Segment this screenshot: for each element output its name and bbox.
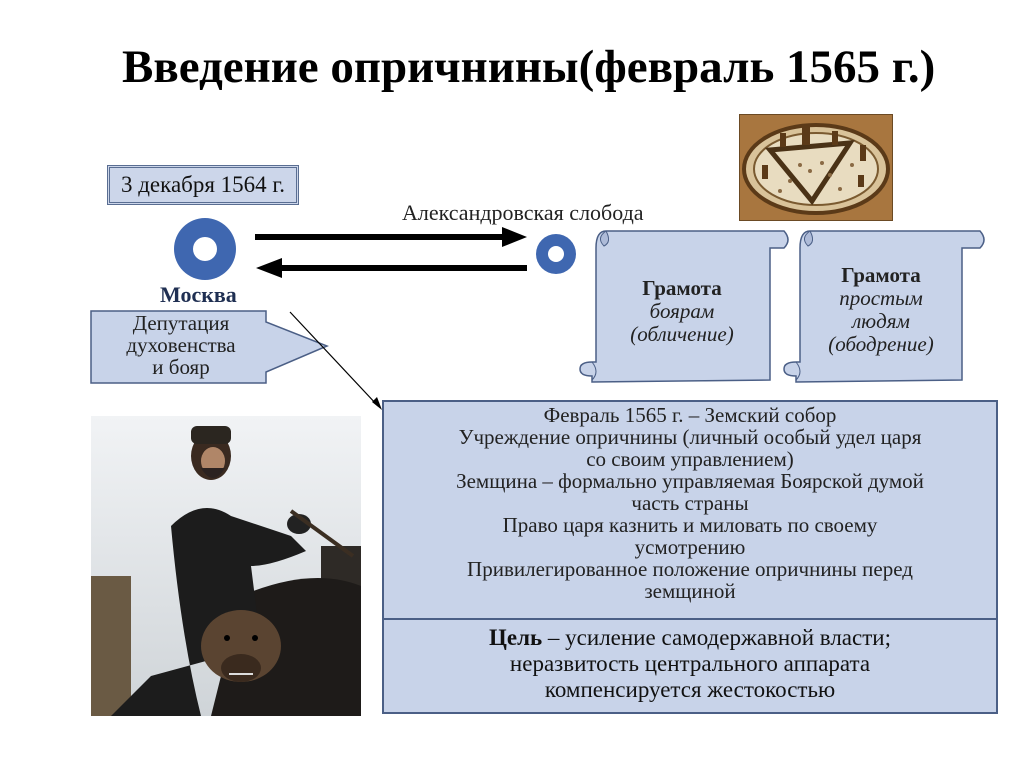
- moscow-marker: [174, 218, 236, 280]
- fortress-illustration: [739, 114, 893, 221]
- moscow-label: Москва: [160, 282, 237, 307]
- scroll-people-line: простым: [839, 286, 923, 310]
- goal-line: компенсируется жестокостью: [544, 677, 836, 702]
- fact-line: Привилегированное положение опричнины пе…: [467, 557, 913, 581]
- oprichnik-photo: [91, 416, 361, 716]
- scroll-people-line: (ободрение): [828, 332, 934, 356]
- delegation-line: и бояр: [152, 355, 210, 379]
- delegation-line: духовенства: [126, 333, 236, 357]
- date-label: 3 декабря 1564 г.: [120, 172, 286, 197]
- goal-label: Цель: [489, 625, 543, 650]
- scroll-boyars-line: (обличение): [630, 322, 734, 346]
- delegation-line: Депутация: [132, 311, 230, 335]
- fact-line: Земщина – формально управляемая Боярской…: [456, 469, 924, 493]
- fact-line: Учреждение опричнины (личный особый удел…: [458, 425, 922, 449]
- scroll-boyars-title: Грамота: [642, 276, 722, 300]
- fact-line: земщиной: [644, 579, 736, 603]
- delegation-arrow-shape: [90, 310, 329, 384]
- goal-line: – усиление самодержавной власти;: [542, 625, 891, 650]
- delegation-text: Депутация духовенства и бояр: [96, 312, 266, 378]
- sloboda-marker: [536, 234, 576, 274]
- scroll-people-shape: [783, 230, 985, 383]
- facts-box: Февраль 1565 г. – Земский собор Учрежден…: [382, 400, 998, 714]
- scroll-people: Грамота простым людям (ободрение): [800, 264, 962, 356]
- facts-list: Февраль 1565 г. – Земский собор Учрежден…: [384, 402, 996, 620]
- scroll-boyars-shape: [579, 230, 789, 383]
- fact-line: Право царя казнить и миловать по своему: [502, 513, 878, 537]
- scroll-people-title: Грамота: [841, 263, 921, 287]
- fact-line: часть страны: [631, 491, 749, 515]
- sloboda-label: Александровская слобода: [402, 200, 644, 225]
- scroll-people-line: людям: [852, 309, 910, 333]
- page-title: Введение опричнины(февраль 1565 г.): [122, 41, 936, 93]
- connector-line: [289, 311, 379, 407]
- fact-line: усмотрению: [634, 535, 746, 559]
- goal-line: неразвитость центрального аппарата: [509, 651, 871, 676]
- arrow-to-sloboda: [255, 227, 527, 247]
- fact-line: Февраль 1565 г. – Земский собор: [543, 403, 837, 427]
- arrow-to-moscow: [256, 258, 527, 278]
- fact-line: со своим управлением): [586, 447, 794, 471]
- goal-section: Цель – усиление самодержавной власти; не…: [384, 622, 996, 703]
- date-label-box: 3 декабря 1564 г.: [107, 165, 299, 205]
- scroll-boyars-line: боярам: [649, 299, 715, 323]
- scroll-boyars: Грамота боярам (обличение): [596, 277, 768, 346]
